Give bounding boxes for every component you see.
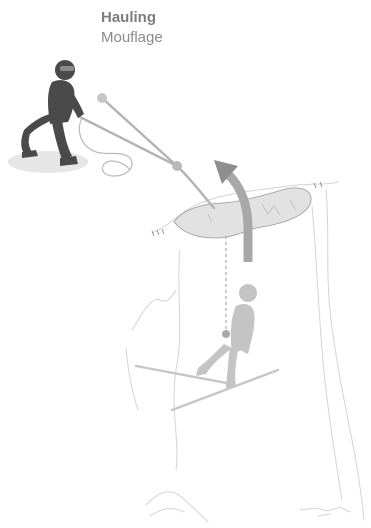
anchor-point — [97, 93, 107, 103]
victim-skis — [136, 366, 278, 410]
rope-to-lip — [177, 166, 214, 208]
ski-upper — [136, 366, 232, 384]
left-wall-outer — [132, 290, 176, 330]
hauler-goggles — [60, 66, 74, 71]
bottom-ridge-2 — [150, 509, 184, 516]
rope-coil — [79, 118, 132, 176]
victim-leg-left — [196, 344, 232, 376]
victim-head — [239, 284, 257, 302]
bottom-right-step-2 — [318, 514, 330, 516]
victim-harness-point — [222, 330, 230, 338]
rope-strand-haul — [78, 116, 177, 166]
rope-strand-anchor — [102, 98, 177, 166]
bottom-right-step — [300, 507, 350, 512]
pulley — [172, 161, 182, 171]
right-wall-inner — [312, 206, 342, 500]
bottom-ridge — [146, 492, 208, 522]
left-wall-lower — [126, 348, 138, 410]
victim-leg-right — [226, 348, 238, 388]
right-wall — [326, 190, 364, 520]
left-wall — [174, 250, 180, 470]
hauler-leg-back — [21, 114, 52, 156]
hauler-figure — [21, 60, 84, 166]
